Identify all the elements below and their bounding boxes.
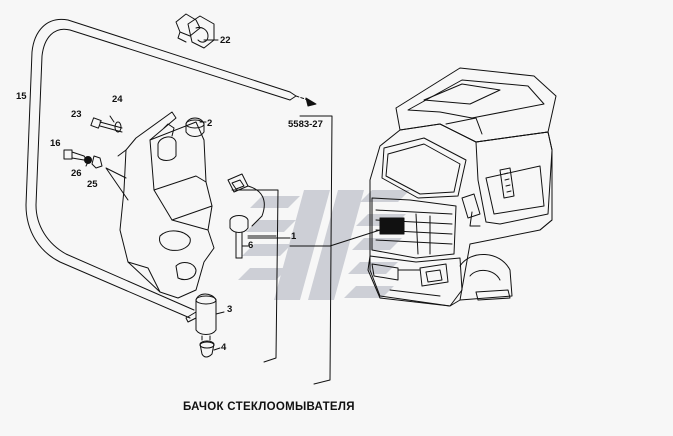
leader-lines xyxy=(105,39,381,351)
callout-3: 3 xyxy=(227,304,233,315)
clip-illustration xyxy=(175,13,215,49)
callout-22: 22 xyxy=(220,35,231,46)
callout-2: 2 xyxy=(207,118,213,129)
level-sensor-illustration xyxy=(227,173,277,259)
callout-26: 26 xyxy=(71,168,82,179)
callout-16: 16 xyxy=(50,138,61,149)
washer-reservoir-illustration xyxy=(117,111,215,299)
screw-illustration xyxy=(90,117,123,133)
callout-4: 4 xyxy=(221,342,227,353)
callout-15: 15 xyxy=(16,91,27,102)
callout-1: 1 xyxy=(291,231,297,242)
cap-illustration xyxy=(185,117,205,137)
bolt-illustration xyxy=(63,149,103,169)
cab-illustration xyxy=(367,67,557,307)
diagram-caption: БАЧОК СТЕКЛООМЫВАТЕЛЯ xyxy=(183,401,355,413)
callout-6: 6 xyxy=(248,240,254,251)
pump-illustration xyxy=(185,293,217,358)
callout-23: 23 xyxy=(71,109,82,120)
callout-24: 24 xyxy=(112,94,123,105)
callout-25: 25 xyxy=(87,179,98,190)
hose-illustration xyxy=(25,18,317,319)
reference-bracket xyxy=(299,115,333,385)
reference-code: 5583-27 xyxy=(288,119,323,130)
bracket-line xyxy=(231,189,279,363)
